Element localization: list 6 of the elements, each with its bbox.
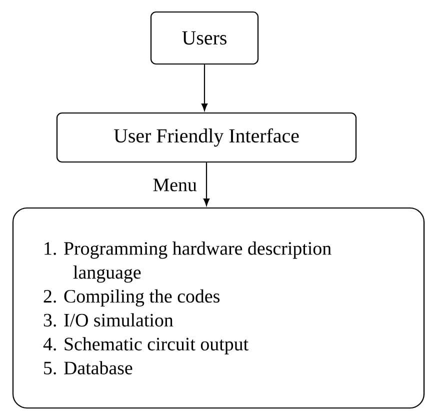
arrow bbox=[201, 64, 208, 111]
process-box: User Friendly Interface bbox=[56, 112, 357, 163]
process-box: Users bbox=[150, 11, 259, 65]
edge-label: Menu bbox=[152, 178, 198, 192]
arrow bbox=[203, 162, 210, 206]
menu-list-box: 1. Programming hardware description language 2. Compiling the codes 3. I/O simulation 4. Schematic circuit output 5. Database bbox=[12, 207, 425, 409]
